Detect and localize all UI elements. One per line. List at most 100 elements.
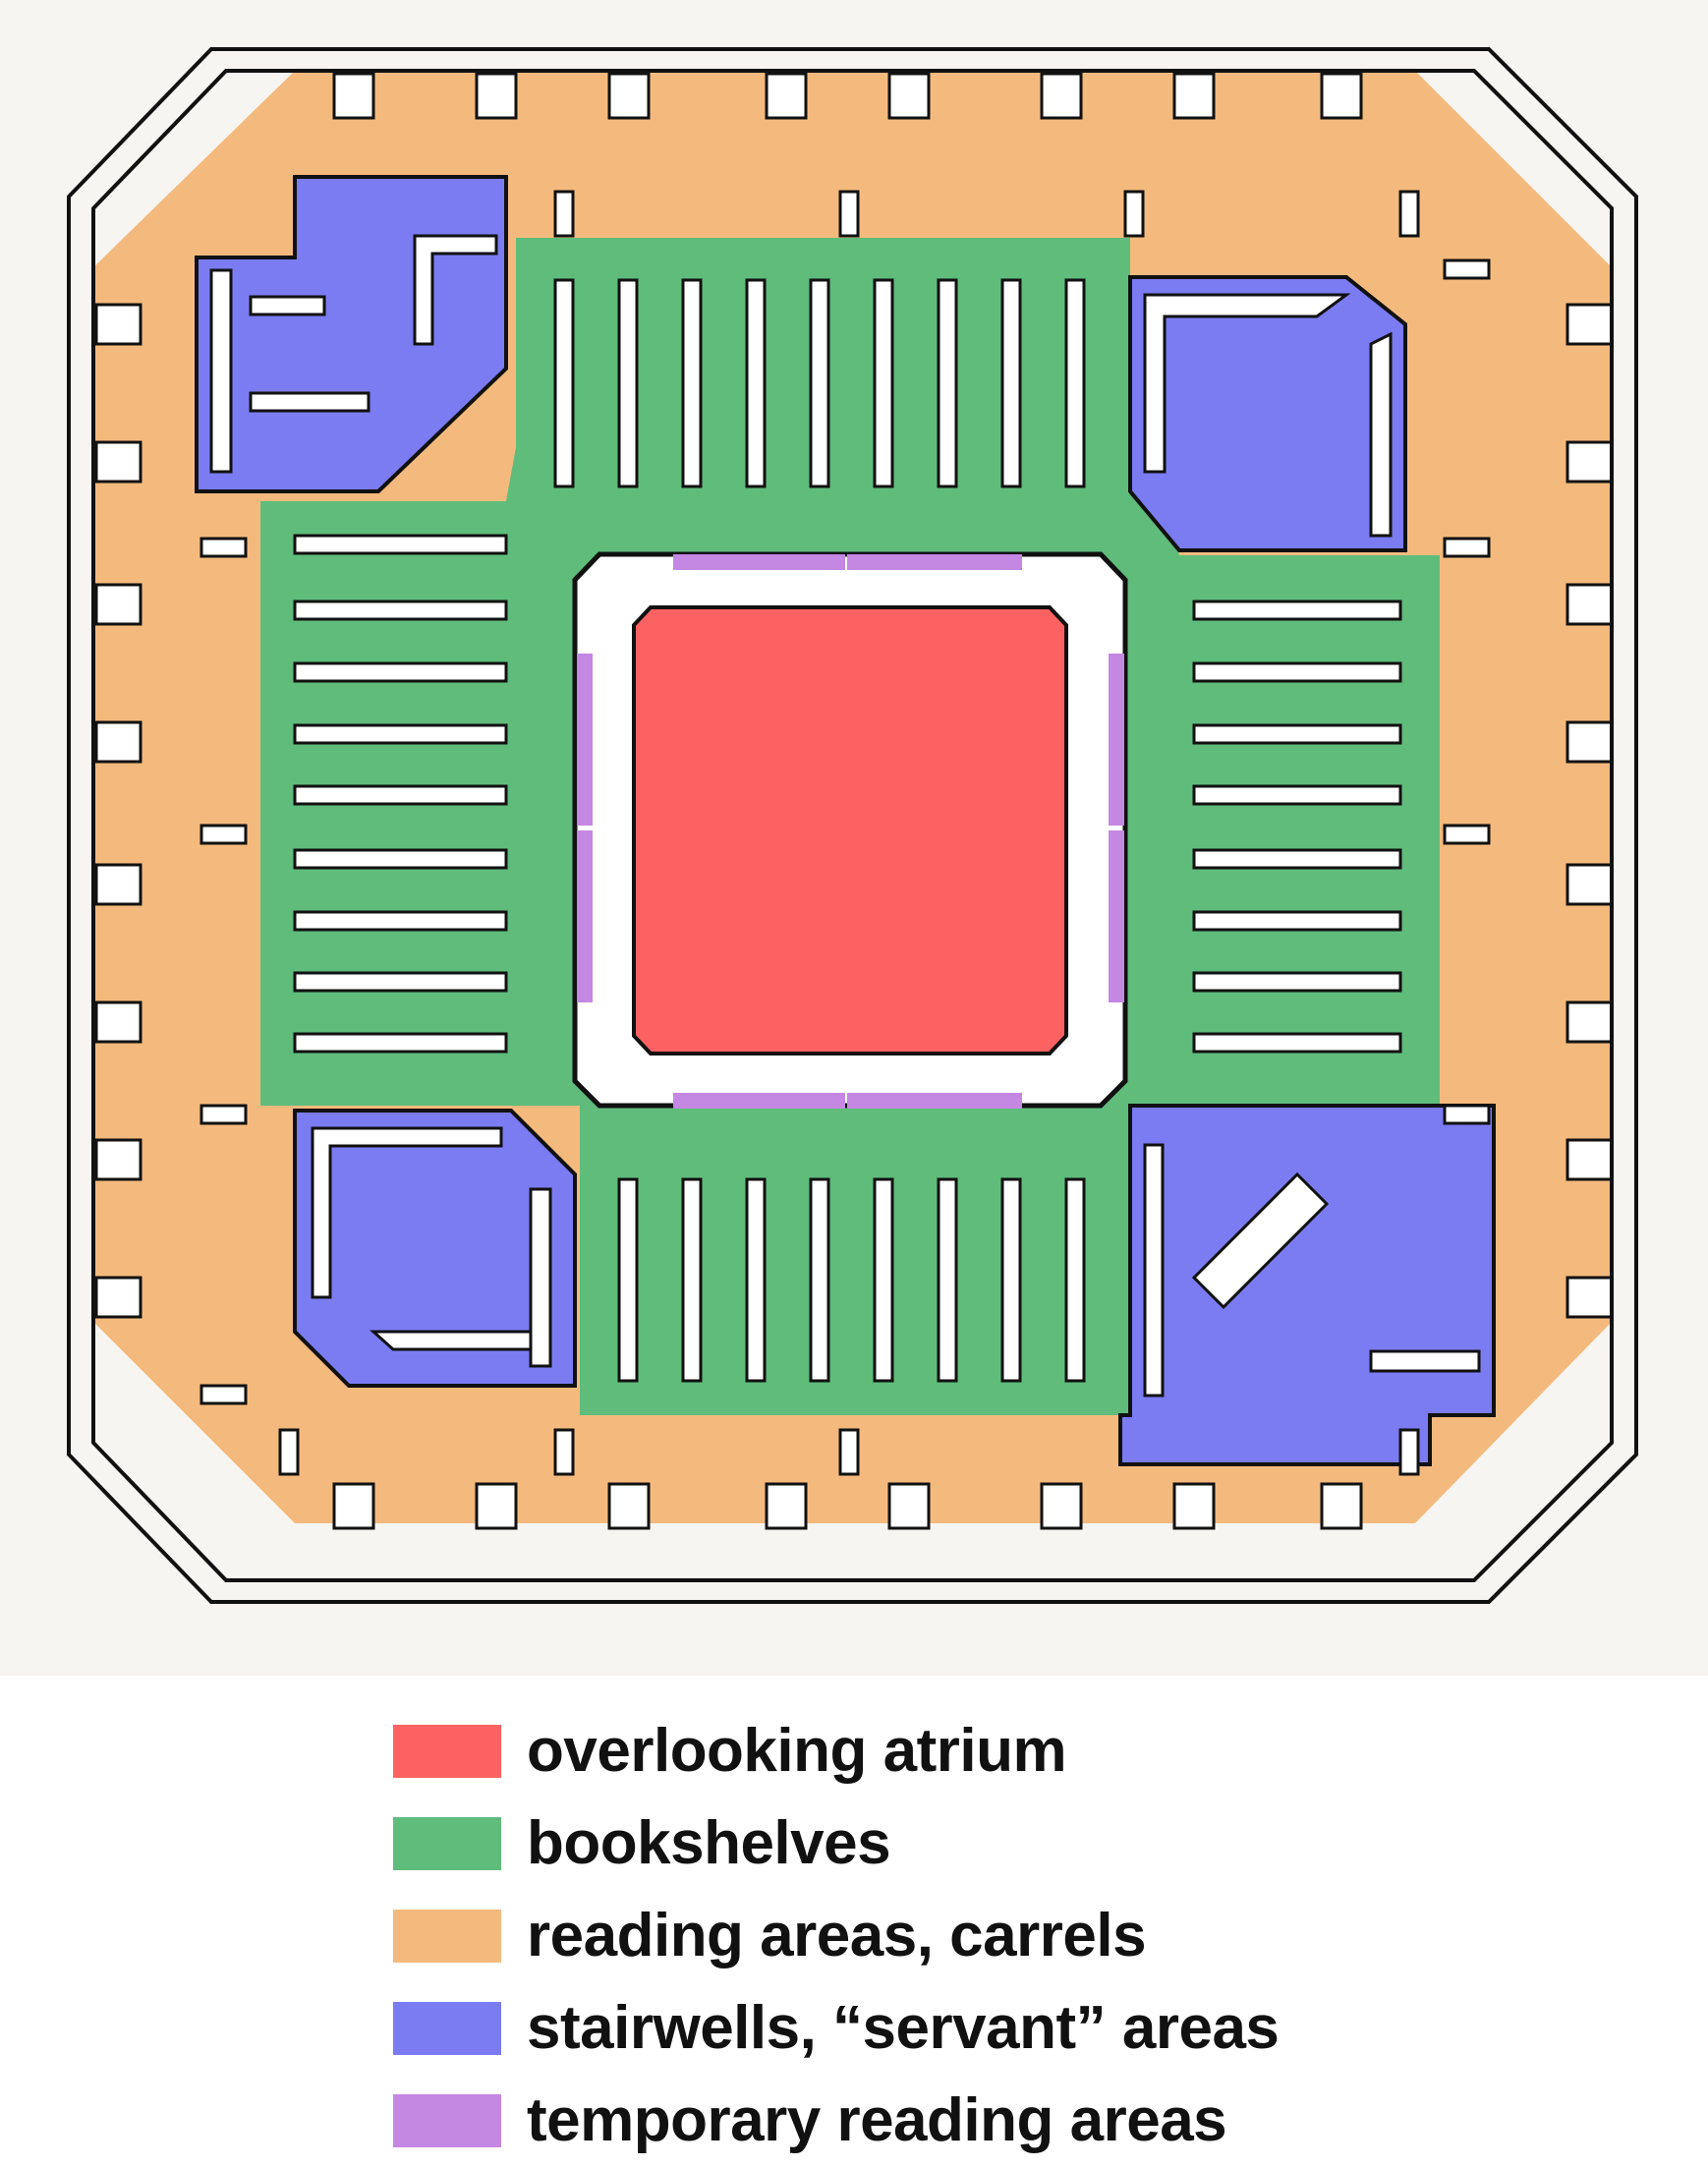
- bookshelf-vertical-10: [617, 1177, 639, 1383]
- bookshelf-vertical-16: [1000, 1177, 1022, 1383]
- bookshelf-vertical-6: [873, 278, 894, 488]
- bookshelf-vertical-13: [809, 1177, 830, 1383]
- legend-swatch-temporary: [393, 2094, 501, 2147]
- bookshelf-vertical-12: [745, 1177, 767, 1383]
- carrel-24: [1566, 720, 1614, 764]
- bookshelf-horizontal-24: [293, 910, 508, 932]
- temporary-reading-area-2: [847, 554, 1022, 570]
- temporary-reading-area-7: [1109, 654, 1124, 826]
- carrel-14: [1172, 1482, 1216, 1530]
- legend-swatch-bookshelves: [393, 1817, 501, 1870]
- servant-wall-4: [413, 234, 498, 346]
- bookshelf-horizontal-19: [293, 599, 508, 621]
- legend-label-atrium: overlooking atrium: [527, 1717, 1067, 1785]
- carrel-32: [1566, 1276, 1614, 1319]
- column-8: [1443, 824, 1491, 845]
- column-14: [553, 1428, 575, 1476]
- legend-label-reading: reading areas, carrels: [527, 1902, 1147, 1969]
- carrel-28: [1566, 1000, 1614, 1044]
- servant-wall-2: [249, 391, 370, 413]
- bookshelf-units: [293, 278, 1402, 1383]
- bookshelf-horizontal-21: [293, 723, 508, 745]
- servant-wall-1: [209, 268, 233, 474]
- servant-wall-7: [311, 1126, 503, 1299]
- legend: overlooking atrium bookshelves reading a…: [393, 1705, 1474, 2167]
- carrel-19: [94, 440, 142, 484]
- temporary-reading-area-6: [577, 830, 593, 1002]
- bookshelf-vertical-9: [1064, 278, 1086, 488]
- carrel-2: [332, 1482, 375, 1530]
- column-6: [1443, 537, 1491, 558]
- carrel-15: [1320, 72, 1363, 120]
- bookshelf-vertical-11: [681, 1177, 703, 1383]
- bookshelf-vertical-14: [873, 1177, 894, 1383]
- servant-areas-region: [195, 175, 1496, 1466]
- legend-swatch-servant: [393, 2002, 501, 2055]
- bookshelf-horizontal-25: [293, 971, 508, 993]
- bookshelf-vertical-8: [1000, 278, 1022, 488]
- temporary-reading-areas-region: [577, 554, 1124, 1109]
- column-12: [1443, 258, 1491, 280]
- bookshelf-horizontal-31: [1192, 848, 1402, 870]
- servant-wall-6: [1369, 331, 1393, 538]
- carrel-27: [94, 1000, 142, 1044]
- column-11: [199, 1384, 248, 1405]
- legend-swatch-atrium: [393, 1725, 501, 1778]
- carrel-18: [1566, 303, 1614, 346]
- bookshelf-vertical-17: [1064, 1177, 1086, 1383]
- carrel-23: [94, 720, 142, 764]
- bookshelf-vertical-7: [937, 278, 958, 488]
- carrel-11: [1040, 72, 1083, 120]
- servant-wall-11: [1191, 1171, 1330, 1310]
- bookshelf-vertical-5: [809, 278, 830, 488]
- temporary-reading-area-4: [847, 1093, 1022, 1109]
- bookshelf-horizontal-30: [1192, 784, 1402, 806]
- column-5: [199, 537, 248, 558]
- bookshelf-horizontal-28: [1192, 661, 1402, 683]
- column-15: [838, 1428, 860, 1476]
- bookshelf-horizontal-27: [1192, 599, 1402, 621]
- temporary-reading-area-8: [1109, 830, 1124, 1002]
- bookshelf-horizontal-20: [293, 661, 508, 683]
- bookshelf-horizontal-26: [293, 1032, 508, 1054]
- atrium-region: [572, 551, 1128, 1109]
- servant-wall-12: [1369, 1349, 1481, 1373]
- bookshelf-vertical-1: [553, 278, 575, 488]
- carrel-16: [1320, 1482, 1363, 1530]
- legend-label-temporary: temporary reading areas: [527, 2086, 1227, 2154]
- floor-plan-drawing: [67, 47, 1638, 1604]
- carrel-26: [1566, 863, 1614, 906]
- atrium: [632, 605, 1068, 1055]
- floor-plan: [0, 0, 1708, 1676]
- servant-wall-8: [529, 1187, 552, 1368]
- carrel-6: [607, 1482, 651, 1530]
- bookshelf-vertical-15: [937, 1177, 958, 1383]
- column-4: [1398, 190, 1420, 238]
- carrel-20: [1566, 440, 1614, 484]
- carrel-22: [1566, 583, 1614, 626]
- bookshelf-horizontal-33: [1192, 971, 1402, 993]
- servant-area-top-right: [1128, 275, 1407, 552]
- carrel-3: [475, 72, 518, 120]
- temporary-reading-area-5: [577, 654, 593, 826]
- legend-item-reading: reading areas, carrels: [393, 1890, 1474, 1982]
- bookshelf-vertical-3: [681, 278, 703, 488]
- legend-item-servant: stairwells, “servant” areas: [393, 1982, 1474, 2075]
- column-9: [199, 1104, 248, 1125]
- column-10: [1443, 1104, 1491, 1125]
- carrel-5: [607, 72, 651, 120]
- carrel-7: [765, 72, 808, 120]
- bookshelf-horizontal-29: [1192, 723, 1402, 745]
- legend-label-servant: stairwells, “servant” areas: [527, 1994, 1280, 2062]
- legend-item-atrium: overlooking atrium: [393, 1705, 1474, 1797]
- exterior-wall-inner: [91, 69, 1614, 1582]
- servant-wall-9: [370, 1330, 533, 1351]
- bookshelf-horizontal-23: [293, 848, 508, 870]
- bookshelf-horizontal-18: [293, 534, 508, 555]
- temporary-reading-area-1: [673, 554, 845, 570]
- servant-wall-10: [1143, 1143, 1165, 1398]
- legend-swatch-reading: [393, 1910, 501, 1963]
- servant-wall-5: [1143, 293, 1351, 474]
- servant-wall-3: [249, 295, 326, 316]
- temporary-reading-area-3: [673, 1093, 845, 1109]
